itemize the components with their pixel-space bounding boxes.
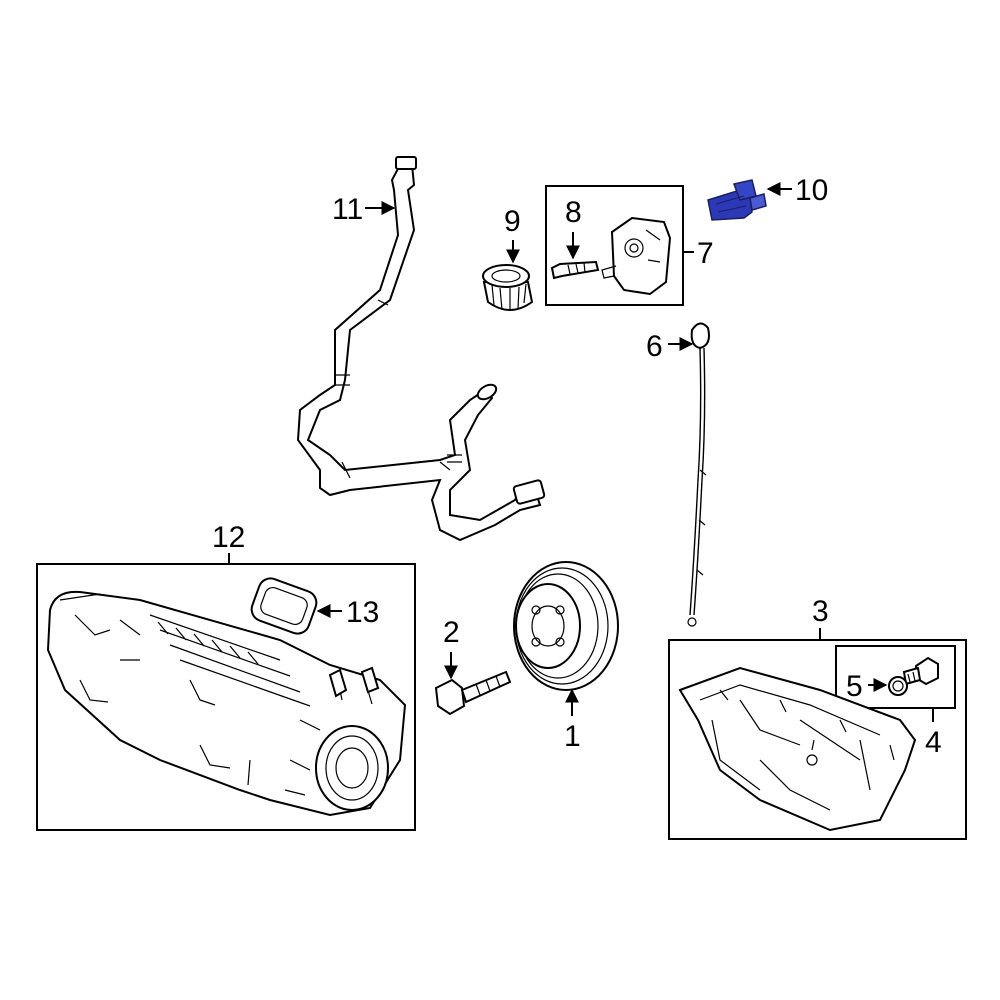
callout-12: 12 [212,521,245,564]
callout-6-label: 6 [646,330,663,363]
callout-2: 2 [443,616,460,680]
oil-filter-part[interactable] [482,264,534,311]
callout-10: 10 [766,174,828,207]
drain-plug-part[interactable] [902,656,939,686]
callout-4-label: 4 [925,726,942,759]
callout-8-label: 8 [565,196,582,229]
callout-5: 5 [846,670,888,703]
oil-cooler-bolt-part[interactable] [550,260,600,280]
oil-cooler-part[interactable] [601,216,672,296]
oil-pan-group-box [668,639,967,840]
breather-tube-part[interactable] [296,156,546,542]
callout-2-label: 2 [443,616,460,649]
callout-7: 7 [683,237,714,270]
callout-7-label: 7 [697,237,714,270]
callout-9-label: 9 [504,205,521,238]
callout-13-label: 13 [346,596,379,629]
callout-4: 4 [925,708,942,759]
callout-11-label: 11 [332,193,363,226]
crank-pulley-part[interactable] [513,561,619,691]
callout-1: 1 [564,688,581,753]
dipstick-part[interactable] [687,322,710,627]
callout-13: 13 [316,596,379,629]
intake-manifold-group-box [36,563,416,831]
callout-10-label: 10 [795,174,828,207]
callout-12-label: 12 [212,521,245,554]
callout-9: 9 [504,205,521,264]
oil-pressure-sensor-part[interactable] [707,179,767,221]
oil-cooler-group-box [545,185,684,306]
callout-11: 11 [332,193,396,226]
crank-bolt-part[interactable] [434,670,512,716]
drain-plug-washer-part[interactable] [888,676,908,696]
callout-3-label: 3 [812,595,829,628]
intake-manifold-part[interactable] [46,590,407,817]
oil-pan-part[interactable] [678,666,917,832]
callout-8: 8 [565,196,582,260]
callout-3: 3 [812,595,829,640]
drain-plug-group-box [835,645,956,709]
callout-6: 6 [646,330,694,363]
callout-5-label: 5 [846,670,863,703]
manifold-gasket-part[interactable] [248,575,319,637]
callout-1-label: 1 [564,720,581,753]
